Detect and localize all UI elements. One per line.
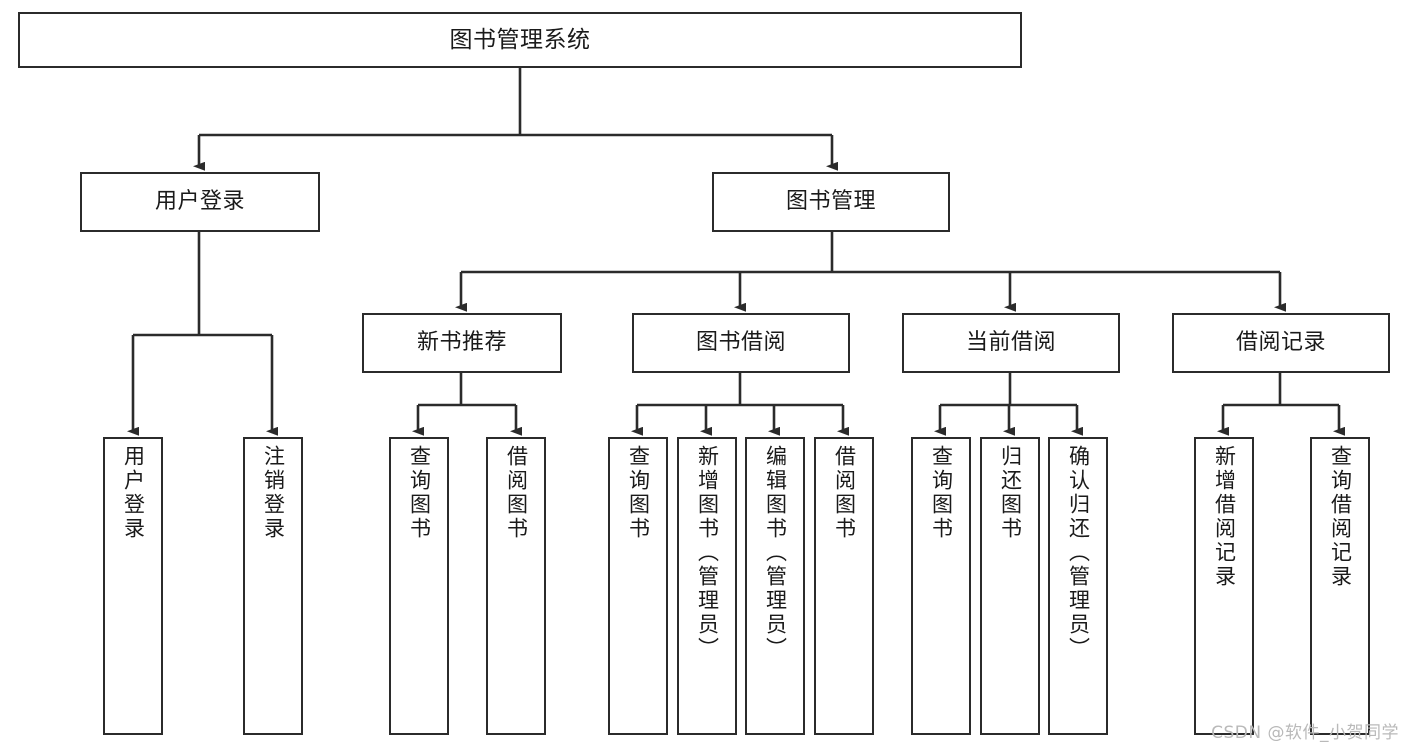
- node-label: 借阅图书: [832, 445, 857, 541]
- node-label: 注销登录: [261, 445, 286, 541]
- node-label: 查询借阅记录: [1328, 445, 1353, 589]
- node-leaf-borrow-book-1[interactable]: 借阅图书: [486, 437, 546, 735]
- node-leaf-user-login[interactable]: 用户登录: [103, 437, 163, 735]
- node-label: 用户登录: [154, 189, 245, 215]
- node-label: 当前借阅: [965, 330, 1056, 356]
- node-borrow-record[interactable]: 借阅记录: [1172, 313, 1390, 373]
- node-current-borrow[interactable]: 当前借阅: [902, 313, 1120, 373]
- node-label: 图书借阅: [695, 330, 786, 356]
- csdn-watermark: CSDN @软件_小贺同学: [1211, 723, 1399, 743]
- node-label: 查询图书: [407, 445, 432, 541]
- node-book-manage[interactable]: 图书管理: [712, 172, 950, 232]
- node-label: 确认归还（管理员）: [1066, 445, 1091, 661]
- node-label: 编辑图书（管理员）: [763, 445, 788, 661]
- node-label: 新书推荐: [416, 330, 507, 356]
- node-leaf-return-book[interactable]: 归还图书: [980, 437, 1040, 735]
- node-label: 新增借阅记录: [1212, 445, 1237, 589]
- node-leaf-add-record[interactable]: 新增借阅记录: [1194, 437, 1254, 735]
- node-label: 图书管理: [785, 189, 876, 215]
- node-leaf-query-book-3[interactable]: 查询图书: [911, 437, 971, 735]
- node-leaf-add-book[interactable]: 新增图书（管理员）: [677, 437, 737, 735]
- node-label: 借阅记录: [1235, 330, 1326, 356]
- node-leaf-borrow-book-2[interactable]: 借阅图书: [814, 437, 874, 735]
- node-root-system[interactable]: 图书管理系统: [18, 12, 1022, 68]
- node-leaf-query-book-1[interactable]: 查询图书: [389, 437, 449, 735]
- node-leaf-query-book-2[interactable]: 查询图书: [608, 437, 668, 735]
- node-label: 新增图书（管理员）: [695, 445, 720, 661]
- node-label: 查询图书: [626, 445, 651, 541]
- node-label: 归还图书: [998, 445, 1023, 541]
- node-new-book-recommend[interactable]: 新书推荐: [362, 313, 562, 373]
- node-user-login[interactable]: 用户登录: [80, 172, 320, 232]
- node-book-borrow[interactable]: 图书借阅: [632, 313, 850, 373]
- node-leaf-confirm-return[interactable]: 确认归还（管理员）: [1048, 437, 1108, 735]
- node-label: 借阅图书: [504, 445, 529, 541]
- node-leaf-edit-book[interactable]: 编辑图书（管理员）: [745, 437, 805, 735]
- node-label: 图书管理系统: [449, 26, 591, 53]
- node-leaf-logout-login[interactable]: 注销登录: [243, 437, 303, 735]
- node-label: 查询图书: [929, 445, 954, 541]
- node-label: 用户登录: [121, 445, 146, 541]
- node-leaf-query-record[interactable]: 查询借阅记录: [1310, 437, 1370, 735]
